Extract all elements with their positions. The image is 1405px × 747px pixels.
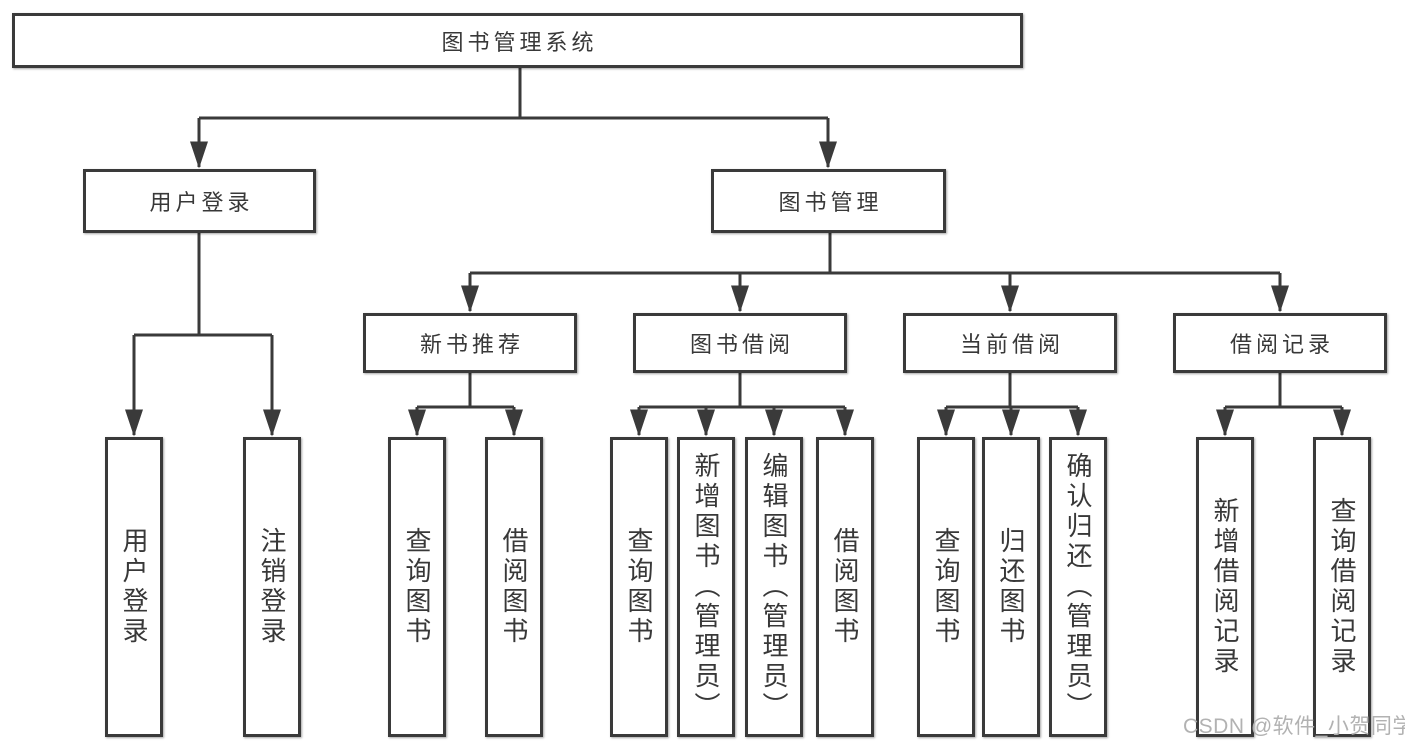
- node-user-login: 用户登录: [83, 169, 316, 233]
- leaf-query-books-borrow: 查询图书: [610, 437, 668, 737]
- node-new-book-recommendation: 新书推荐: [363, 313, 577, 373]
- node-book-management: 图书管理: [711, 169, 946, 233]
- leaf-return-books: 归还图书: [982, 437, 1040, 737]
- leaf-query-books-current: 查询图书: [917, 437, 975, 737]
- node-borrowing-records: 借阅记录: [1173, 313, 1387, 373]
- node-library-management-system: 图书管理系统: [12, 13, 1023, 68]
- leaf-confirm-return-admin: 确认归还（管理员）: [1049, 437, 1107, 737]
- leaf-borrow-books: 借阅图书: [816, 437, 874, 737]
- leaf-borrow-books-recommend: 借阅图书: [485, 437, 543, 737]
- leaf-edit-book-admin: 编辑图书（管理员）: [745, 437, 803, 737]
- csdn-watermark: CSDN @软件_小贺同学: [1183, 715, 1405, 738]
- leaf-query-borrow-record: 查询借阅记录: [1313, 437, 1371, 737]
- leaf-query-books-recommend: 查询图书: [388, 437, 446, 737]
- leaf-add-book-admin: 新增图书（管理员）: [677, 437, 735, 737]
- leaf-user-login: 用户登录: [105, 437, 163, 737]
- node-book-borrowing: 图书借阅: [633, 313, 847, 373]
- leaf-logout: 注销登录: [243, 437, 301, 737]
- leaf-add-borrow-record: 新增借阅记录: [1196, 437, 1254, 737]
- node-current-borrowing: 当前借阅: [903, 313, 1117, 373]
